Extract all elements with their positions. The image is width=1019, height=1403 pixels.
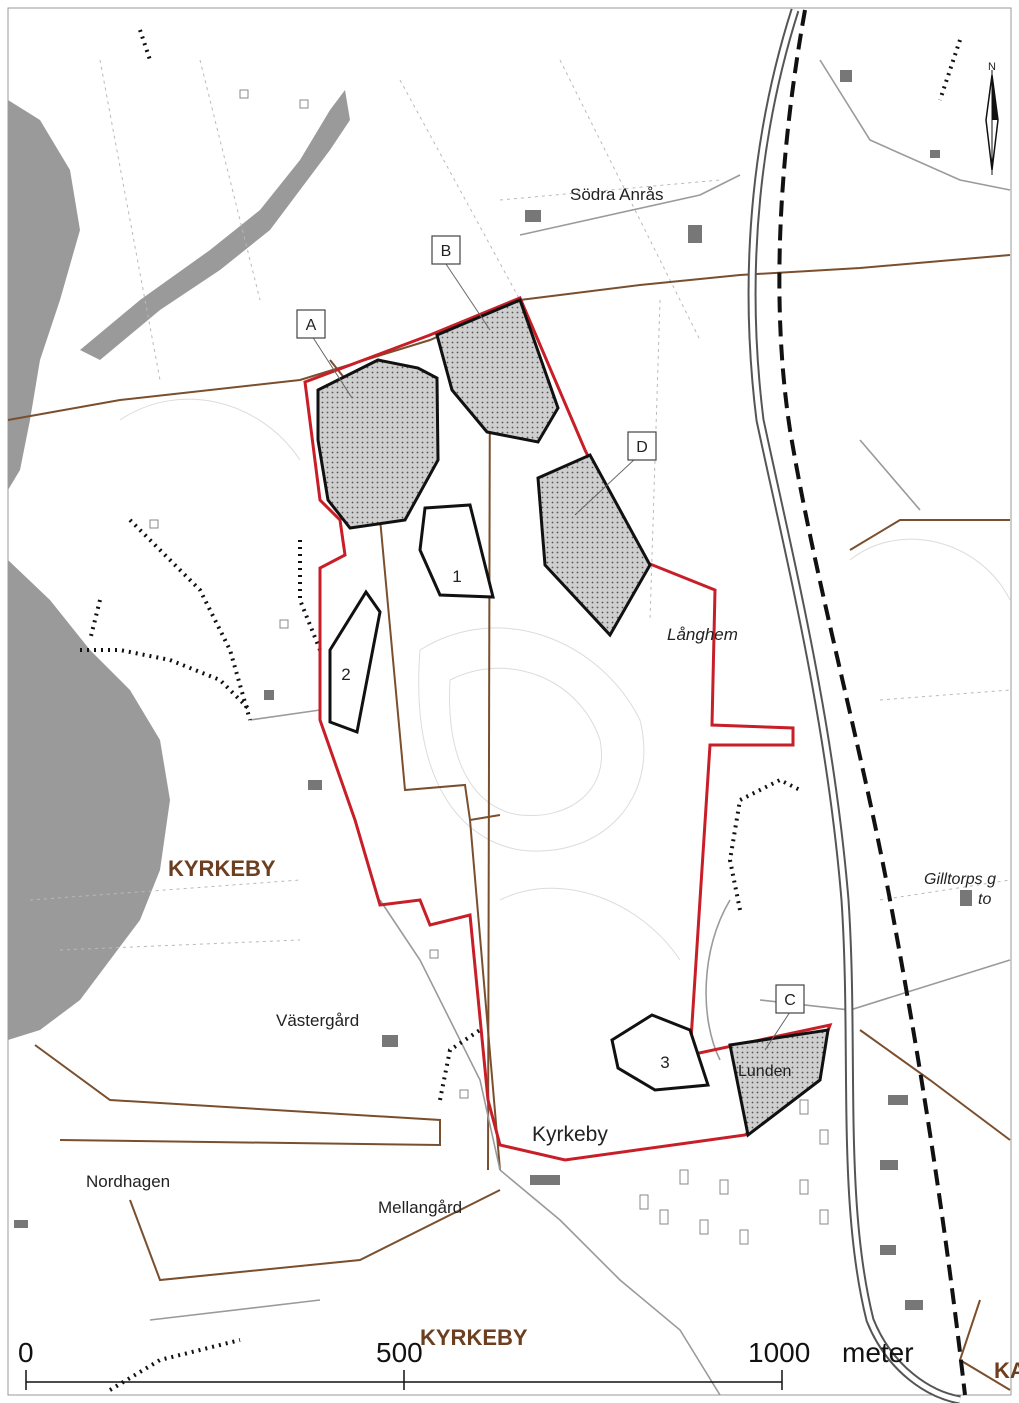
leader-lines xyxy=(311,263,791,1051)
lake-water xyxy=(8,100,80,490)
place-edge-ka: KA xyxy=(994,1358,1019,1383)
place-vastergard: Västergård xyxy=(276,1011,359,1030)
scale-tick-0: 0 xyxy=(18,1337,34,1368)
scale-unit: meter xyxy=(842,1337,914,1368)
place-sodra-anras: Södra Anrås xyxy=(570,185,664,204)
scale-tick-1000: 1000 xyxy=(748,1337,810,1368)
north-label: N xyxy=(988,61,996,73)
letter-box-b: B xyxy=(431,235,461,265)
stippled-areas xyxy=(316,297,830,1138)
local-roads xyxy=(149,59,1011,1396)
label-d: D xyxy=(636,439,648,456)
letter-box-a: A xyxy=(296,309,326,339)
railway xyxy=(777,9,967,1396)
label-b: B xyxy=(441,243,452,260)
dotted-trails xyxy=(80,29,962,1392)
label-a: A xyxy=(306,317,317,334)
small-buildings xyxy=(149,89,829,1245)
letter-box-d: D xyxy=(627,431,657,461)
stream xyxy=(80,90,350,360)
label-area-3: 3 xyxy=(660,1053,669,1072)
place-mellangard: Mellangård xyxy=(378,1198,462,1217)
place-kyrkeby: Kyrkeby xyxy=(532,1123,608,1146)
area-d xyxy=(536,453,652,638)
place-gilltorps-2: to xyxy=(978,891,991,908)
area-1 xyxy=(418,503,495,599)
label-area-2: 2 xyxy=(341,665,350,684)
place-nordhagen: Nordhagen xyxy=(86,1172,170,1191)
buildings xyxy=(14,70,972,1310)
area-3 xyxy=(610,1013,711,1092)
scale-bar: 0 500 1000 meter xyxy=(18,1337,914,1390)
map-frame xyxy=(7,7,1012,1396)
contour-lines xyxy=(119,398,1011,961)
area-a xyxy=(316,358,440,530)
numbered-areas xyxy=(328,503,711,1092)
property-lines xyxy=(29,59,1011,951)
planning-boundary xyxy=(303,296,833,1162)
area-b xyxy=(435,297,560,444)
north-arrow-icon: N xyxy=(985,61,999,175)
place-langhem: Långhem xyxy=(667,625,738,644)
scale-tick-500: 500 xyxy=(376,1337,423,1368)
place-kyrkeby-district-south: KYRKEBY xyxy=(420,1325,528,1350)
area-2 xyxy=(328,589,382,735)
label-area-1: 1 xyxy=(452,567,461,586)
label-c: C xyxy=(784,992,796,1009)
place-kyrkeby-district: KYRKEBY xyxy=(168,856,276,881)
place-gilltorps: Gilltorps g xyxy=(924,871,996,888)
letter-box-c: C xyxy=(775,984,805,1014)
area-c xyxy=(728,1028,830,1138)
place-lunden: Lunden xyxy=(738,1063,791,1080)
brown-lines xyxy=(7,254,1011,1391)
lake-water-south xyxy=(8,560,170,1040)
main-road xyxy=(747,8,961,1403)
